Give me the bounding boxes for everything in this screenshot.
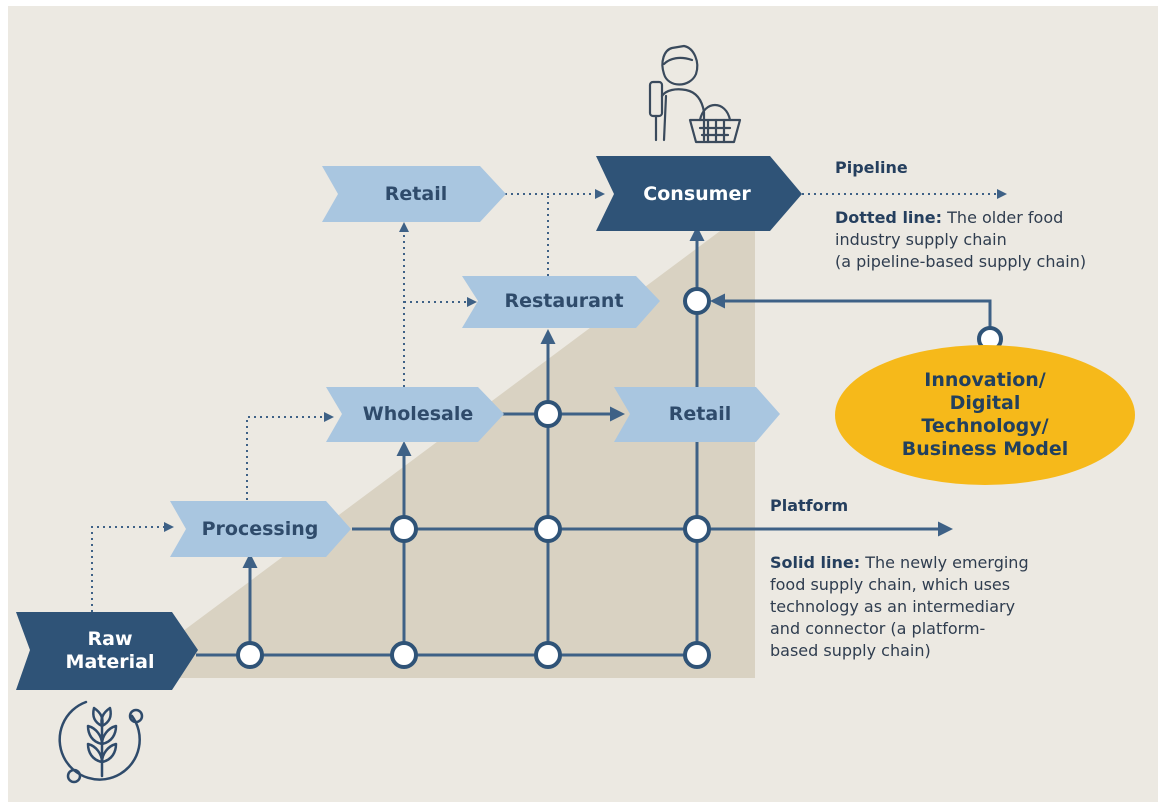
- platform-title: Platform: [770, 496, 849, 515]
- junction: [534, 400, 562, 428]
- pipeline-lead: Dotted line:: [835, 208, 943, 227]
- node-retail-mid: [614, 387, 780, 442]
- consumer-label: Consumer: [643, 183, 751, 205]
- pipeline-line-raw-to-processing: [91, 522, 174, 612]
- innovation-ellipse: [835, 345, 1135, 485]
- platform-line-innovation: [710, 293, 992, 335]
- node-restaurant: [462, 276, 660, 328]
- junction: [683, 641, 711, 669]
- node-consumer: [596, 156, 802, 231]
- platform-lead: Solid line:: [770, 553, 861, 572]
- node-wholesale: [326, 387, 504, 442]
- node-retail-top: [322, 166, 506, 222]
- wheat-icon: [58, 700, 144, 784]
- shopper-with-basket-icon: [648, 44, 742, 144]
- wholesale-label: Wholesale: [362, 403, 474, 425]
- pipeline-line-processing-to-wholesale: [246, 412, 334, 500]
- junction: [390, 515, 418, 543]
- junction: [390, 641, 418, 669]
- junction: [683, 287, 711, 315]
- pipeline-text: The older food industry supply chain (a …: [835, 208, 1087, 271]
- node-processing: [170, 501, 351, 557]
- restaurant-label: Restaurant: [504, 290, 624, 312]
- junctions: [236, 287, 1003, 669]
- pipeline-lines: [91, 189, 1007, 612]
- node-raw-material: [16, 612, 198, 690]
- pipeline-description: Dotted line: The older food industry sup…: [835, 207, 1086, 273]
- junction: [534, 515, 562, 543]
- retail-mid-label: Retail: [668, 403, 732, 425]
- junction: [534, 641, 562, 669]
- pipeline-title: Pipeline: [835, 158, 908, 177]
- processing-label: Processing: [201, 518, 319, 540]
- platform-description: Solid line: The newly emerging food supp…: [770, 552, 1029, 662]
- junction: [236, 641, 264, 669]
- junction: [683, 515, 711, 543]
- platform-text: The newly emerging food supply chain, wh…: [770, 553, 1029, 660]
- raw-material-label: Raw Material: [65, 628, 155, 673]
- retail-top-label: Retail: [384, 183, 448, 205]
- innovation-label: Innovation/ Digital Technology/ Business…: [901, 369, 1069, 460]
